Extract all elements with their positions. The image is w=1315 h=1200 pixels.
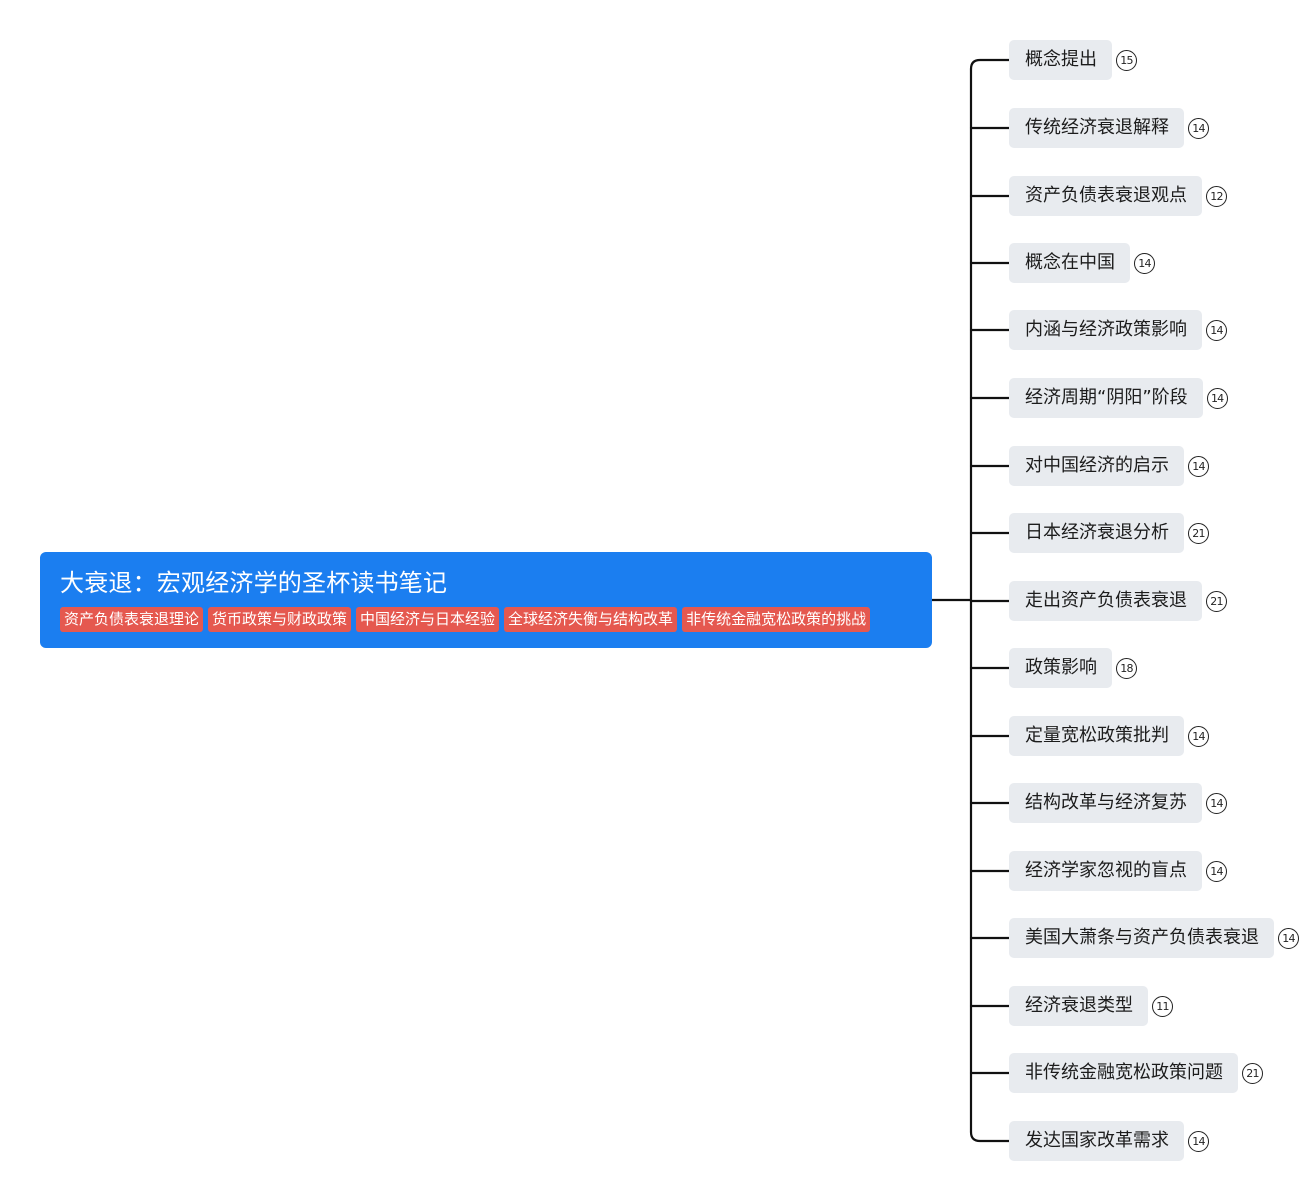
subtopic-label[interactable]: 内涵与经济政策影响 — [1009, 310, 1202, 350]
child-count-badge[interactable]: 14 — [1278, 927, 1299, 949]
child-count-badge[interactable]: 12 — [1206, 185, 1227, 207]
root-tag: 中国经济与日本经验 — [356, 607, 500, 632]
root-tag-list: 资产负债表衰退理论 货币政策与财政政策 中国经济与日本经验 全球经济失衡与结构改… — [60, 607, 932, 632]
subtopic-label[interactable]: 传统经济衰退解释 — [1009, 108, 1184, 148]
child-count-badge[interactable]: 14 — [1188, 455, 1209, 477]
subtopic-label[interactable]: 美国大萧条与资产负债表衰退 — [1009, 918, 1274, 958]
subtopic: 对中国经济的启示 14 — [1009, 446, 1209, 486]
subtopic: 美国大萧条与资产负债表衰退 14 — [1009, 918, 1299, 958]
child-count-badge[interactable]: 14 — [1206, 387, 1228, 409]
subtopic: 概念在中国 14 — [1009, 243, 1155, 283]
root-title: 大衰退：宏观经济学的圣杯读书笔记 — [60, 569, 448, 597]
subtopic-label[interactable]: 政策影响 — [1009, 648, 1112, 688]
child-count-badge[interactable]: 11 — [1152, 995, 1173, 1017]
subtopic-label[interactable]: 概念在中国 — [1009, 243, 1130, 283]
child-count-badge[interactable]: 14 — [1206, 860, 1227, 882]
subtopic: 政策影响 18 — [1009, 648, 1137, 688]
subtopic-label[interactable]: 经济周期“阴阳”阶段 — [1009, 378, 1203, 418]
child-count-badge[interactable]: 14 — [1188, 725, 1209, 747]
root-tag: 非传统金融宽松政策的挑战 — [682, 607, 871, 632]
root-tag: 货币政策与财政政策 — [208, 607, 352, 632]
subtopic-label[interactable]: 结构改革与经济复苏 — [1009, 783, 1202, 823]
subtopic: 发达国家改革需求 14 — [1009, 1121, 1209, 1161]
child-count-badge[interactable]: 21 — [1206, 590, 1227, 612]
subtopic: 日本经济衰退分析 21 — [1009, 513, 1209, 553]
child-count-badge[interactable]: 14 — [1206, 792, 1227, 814]
subtopic-label[interactable]: 经济学家忽视的盲点 — [1009, 851, 1202, 891]
subtopic-label[interactable]: 资产负债表衰退观点 — [1009, 176, 1202, 216]
child-count-badge[interactable]: 14 — [1188, 1130, 1209, 1152]
subtopic-label[interactable]: 非传统金融宽松政策问题 — [1009, 1053, 1238, 1093]
subtopic: 资产负债表衰退观点 12 — [1009, 176, 1227, 216]
subtopic: 结构改革与经济复苏 14 — [1009, 783, 1227, 823]
subtopic: 经济衰退类型 11 — [1009, 986, 1173, 1026]
child-count-badge[interactable]: 21 — [1242, 1062, 1263, 1084]
branch-connector — [969, 1130, 1011, 1143]
subtopic: 走出资产负债表衰退 21 — [1009, 581, 1227, 621]
subtopic-label[interactable]: 经济衰退类型 — [1009, 986, 1148, 1026]
subtopic: 经济周期“阴阳”阶段 14 — [1009, 378, 1228, 418]
root-tag: 资产负债表衰退理论 — [60, 607, 204, 632]
child-count-badge[interactable]: 14 — [1134, 252, 1155, 274]
child-count-badge[interactable]: 18 — [1116, 657, 1137, 679]
branch-connector — [969, 58, 1011, 71]
subtopic-label[interactable]: 发达国家改革需求 — [1009, 1121, 1184, 1161]
child-count-badge[interactable]: 21 — [1188, 522, 1209, 544]
subtopic-label[interactable]: 对中国经济的启示 — [1009, 446, 1184, 486]
subtopic: 传统经济衰退解释 14 — [1009, 108, 1209, 148]
child-count-badge[interactable]: 15 — [1116, 49, 1137, 71]
subtopic-label[interactable]: 定量宽松政策批判 — [1009, 716, 1184, 756]
subtopic: 非传统金融宽松政策问题 21 — [1009, 1053, 1263, 1093]
subtopic: 经济学家忽视的盲点 14 — [1009, 851, 1227, 891]
subtopic-label[interactable]: 概念提出 — [1009, 40, 1112, 80]
subtopic-label[interactable]: 日本经济衰退分析 — [1009, 513, 1184, 553]
subtopic: 定量宽松政策批判 14 — [1009, 716, 1209, 756]
subtopic-label[interactable]: 走出资产负债表衰退 — [1009, 581, 1202, 621]
root-tag: 全球经济失衡与结构改革 — [504, 607, 678, 632]
subtopic: 概念提出 15 — [1009, 40, 1137, 80]
subtopic: 内涵与经济政策影响 14 — [1009, 310, 1227, 350]
child-count-badge[interactable]: 14 — [1206, 319, 1227, 341]
child-count-badge[interactable]: 14 — [1188, 117, 1209, 139]
root-topic[interactable]: 大衰退：宏观经济学的圣杯读书笔记 资产负债表衰退理论 货币政策与财政政策 中国经… — [40, 552, 932, 648]
